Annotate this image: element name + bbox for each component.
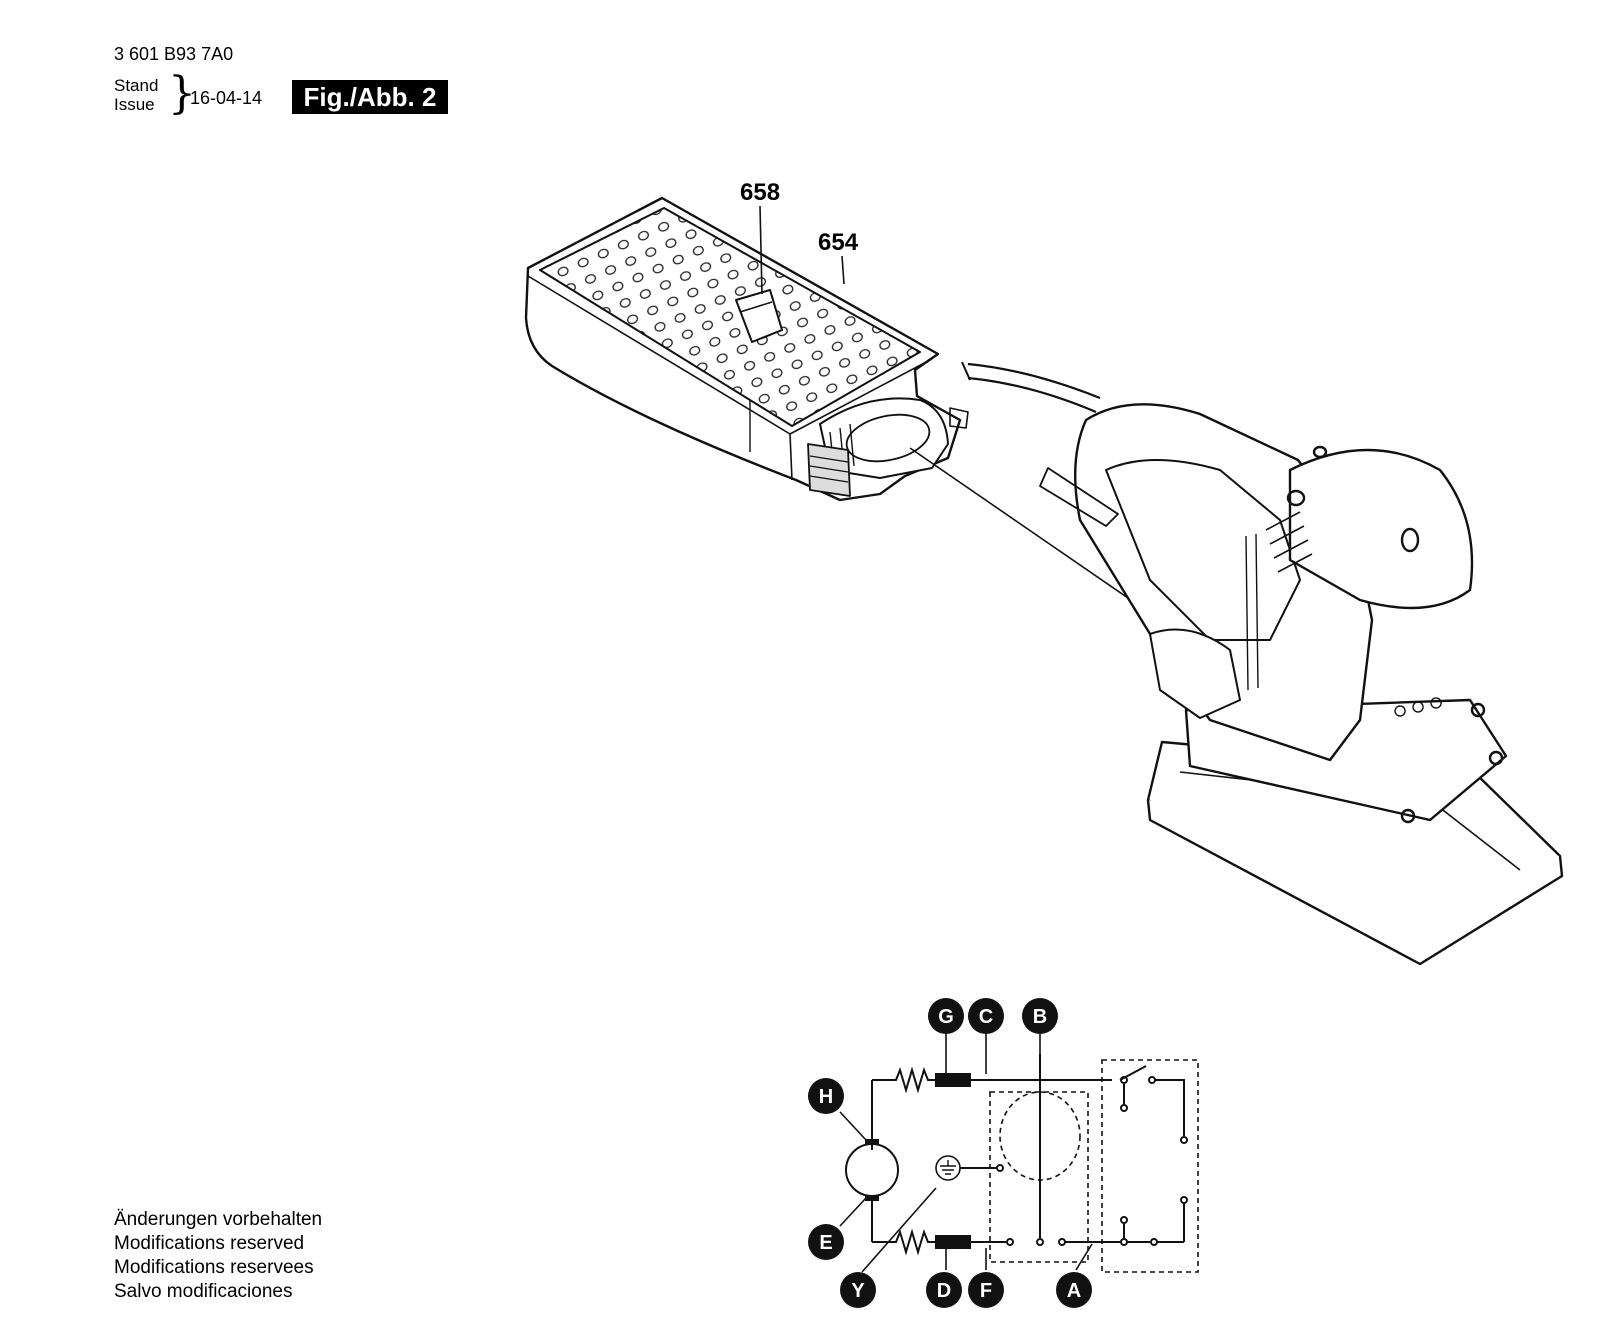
label-e: E [819, 1232, 832, 1254]
label-h: H [819, 1086, 833, 1108]
stand-label: Stand [114, 76, 159, 95]
notice-de: Änderungen vorbehalten [114, 1209, 323, 1230]
bubble-e [808, 1224, 844, 1260]
bubble-h [808, 1078, 844, 1114]
dust-box-654 [524, 196, 969, 502]
bubble-a [1056, 1272, 1092, 1308]
issue-label: Issue [114, 95, 155, 114]
bubble-f [968, 1272, 1004, 1308]
bubble-b [1022, 998, 1058, 1034]
leader-654 [841, 255, 845, 285]
notice-fr: Modifications reservees [114, 1257, 314, 1278]
bubble-c [968, 998, 1004, 1034]
modifications-notice: Änderungen vorbehalten Modifications res… [114, 1208, 322, 1304]
label-g: G [938, 1006, 954, 1028]
assembly-leader-line [909, 447, 1161, 621]
bubble-d [926, 1272, 962, 1308]
brace-icon: } [168, 68, 196, 119]
leader-658 [759, 205, 763, 295]
wiring-labels: G C B H E Y D F A [808, 998, 1092, 1308]
label-a: A [1067, 1280, 1081, 1302]
callout-658: 658 [740, 179, 780, 206]
bubble-g [928, 998, 964, 1034]
bubble-y [840, 1272, 876, 1308]
callout-654: 654 [818, 229, 859, 256]
label-b: B [1033, 1006, 1047, 1028]
figure-label: Fig./Abb. 2 [292, 80, 448, 114]
label-f: F [980, 1280, 992, 1302]
notice-es: Salvo modificaciones [114, 1281, 293, 1302]
label-d: D [937, 1280, 951, 1302]
label-c: C [979, 1006, 993, 1028]
issue-date: 16-04-14 [190, 88, 263, 108]
label-y: Y [851, 1280, 865, 1302]
orbital-sander [961, 361, 1564, 966]
wiring-diagram [839, 1034, 1199, 1273]
stand-issue-label: Stand Issue [114, 76, 158, 114]
part-number: 3 601 B93 7A0 [114, 44, 234, 64]
notice-en: Modifications reserved [114, 1233, 305, 1254]
